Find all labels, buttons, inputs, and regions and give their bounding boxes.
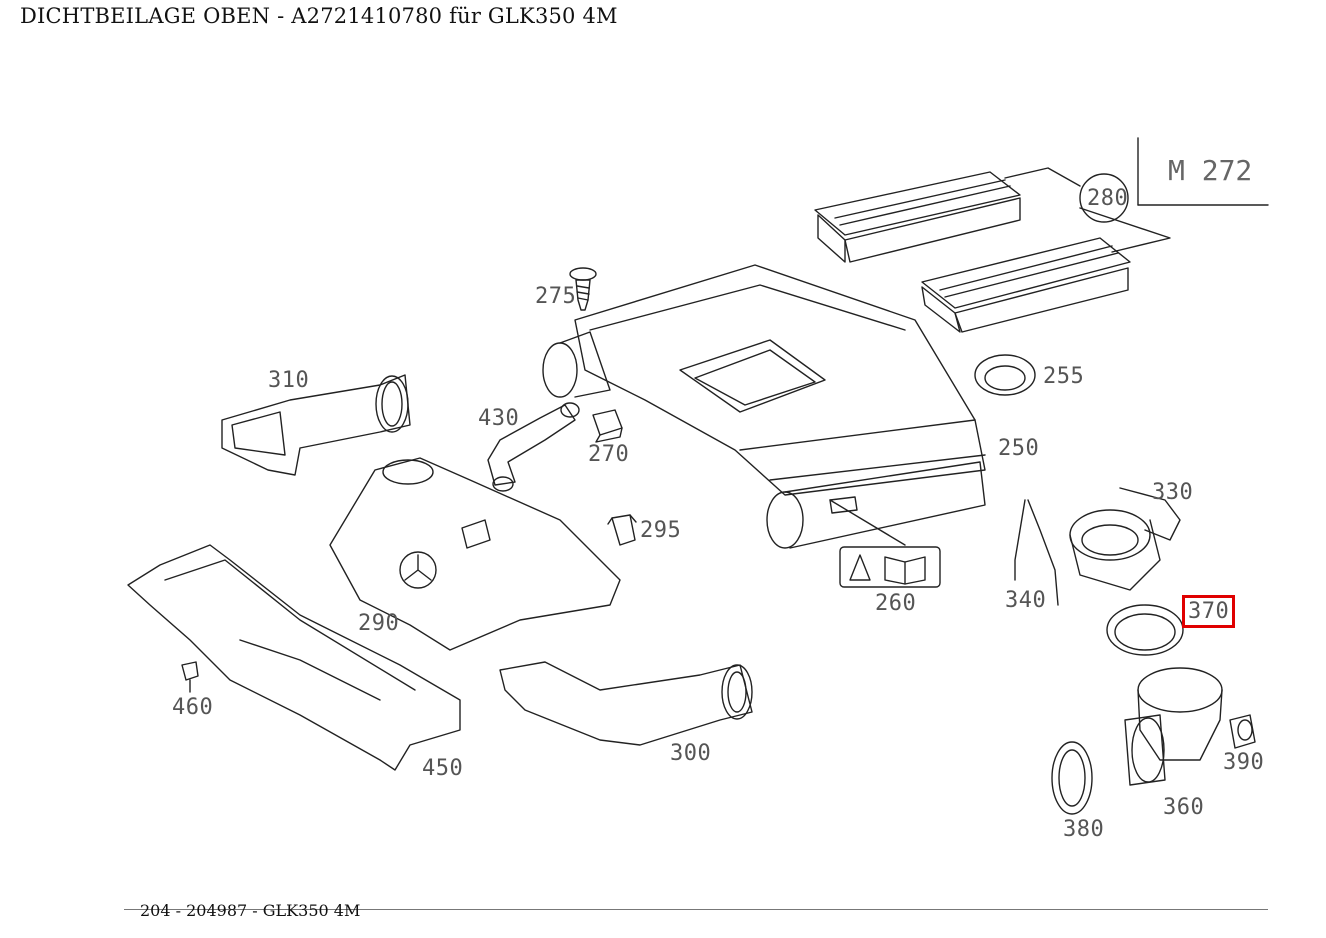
seal-ring-370[interactable] [1106,604,1184,656]
callout-380[interactable]: 380 [1063,817,1105,842]
warning-label-260[interactable] [829,499,941,588]
air-filter-element-upper[interactable] [814,171,1021,263]
clip-460[interactable] [181,661,199,693]
sleeve-390[interactable] [1229,714,1256,749]
engine-code-label: M 272 [1168,154,1253,187]
callout-260[interactable]: 260 [875,591,917,616]
seal-ring-255[interactable] [974,354,1036,396]
callout-310[interactable]: 310 [268,368,310,393]
seal-strip-340[interactable] [1014,499,1059,606]
footer-model-info: 204 - 204987 - GLK350 4M [140,901,361,920]
callout-330[interactable]: 330 [1152,480,1194,505]
screw-part[interactable] [569,267,597,311]
callout-360[interactable]: 360 [1163,795,1205,820]
callout-450[interactable]: 450 [422,756,464,781]
callout-300[interactable]: 300 [670,741,712,766]
engine-label-frame [1137,137,1269,206]
callout-270[interactable]: 270 [588,442,630,467]
callout-280[interactable]: 280 [1087,186,1129,211]
callout-275[interactable]: 275 [535,284,577,309]
engine-cover-290[interactable] [329,457,621,651]
air-filter-element-lower[interactable] [921,237,1131,333]
callout-430[interactable]: 430 [478,406,520,431]
intake-duct-310[interactable] [221,374,411,476]
callout-280-leaders [1004,167,1171,253]
callout-255[interactable]: 255 [1043,364,1085,389]
hose-430[interactable] [487,402,580,492]
air-guide-450[interactable] [127,544,461,771]
page-title: DICHTBEILAGE OBEN - A2721410780 für GLK3… [20,4,618,28]
clip-270[interactable] [592,409,623,443]
callout-340[interactable]: 340 [1005,588,1047,613]
bracket-295[interactable] [607,514,637,546]
callout-370-highlighted[interactable]: 370 [1182,595,1236,628]
air-filter-housing[interactable] [542,264,986,549]
callout-460[interactable]: 460 [172,695,214,720]
callout-295[interactable]: 295 [640,518,682,543]
air-flow-housing-330[interactable] [1069,487,1181,591]
air-housing-360[interactable] [1124,667,1223,786]
ring-380[interactable] [1051,741,1093,815]
intake-duct-300[interactable] [499,661,753,746]
footer-divider [124,909,1268,910]
callout-290[interactable]: 290 [358,611,400,636]
callout-390[interactable]: 390 [1223,750,1265,775]
callout-250[interactable]: 250 [998,436,1040,461]
